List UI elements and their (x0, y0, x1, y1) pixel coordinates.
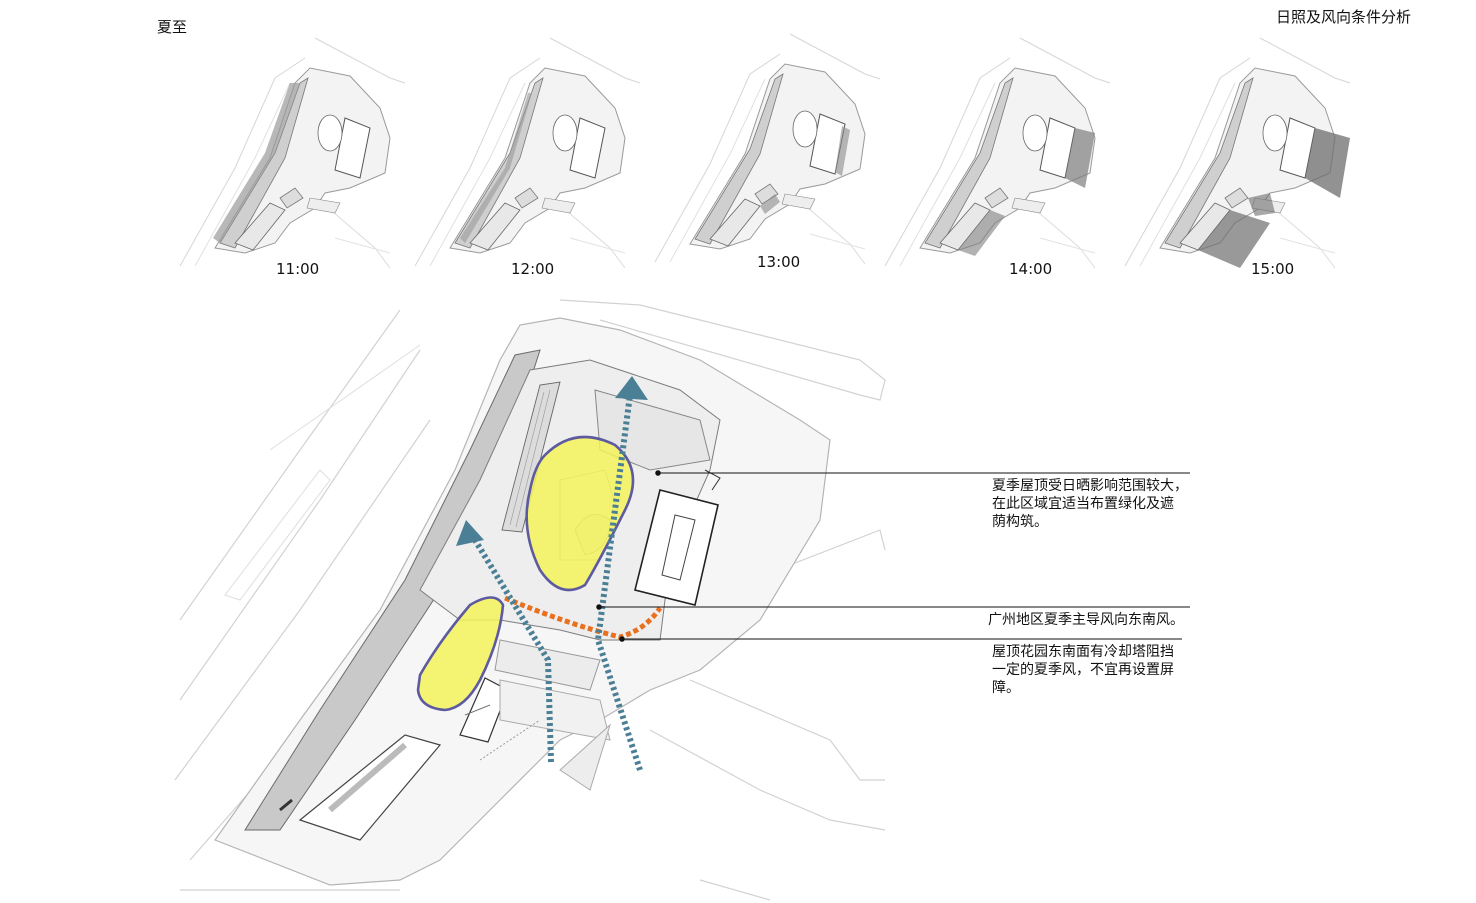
time-label-1200: 12:00 (511, 260, 555, 278)
season-label: 夏至 (157, 18, 188, 36)
time-label-1500: 15:00 (1251, 260, 1295, 278)
wind-arrow-west (456, 520, 554, 763)
annotation-roof-sun-line1: 夏季屋顶受日晒影响范围较大， (992, 478, 1188, 494)
time-label-1100: 11:00 (276, 260, 320, 278)
sun-exposed-zone-south (416, 596, 505, 712)
annotation-cooling-tower-line2: 一定的夏季风，不宜再设置屏 (992, 662, 1174, 678)
main-site-plan (174, 299, 1190, 901)
shadow-study-1100 (179, 37, 406, 269)
shadow-study-1200 (414, 37, 641, 269)
annotation-leaders (596, 470, 1190, 642)
annotation-roof-sun-line3: 荫构筑。 (992, 514, 1048, 530)
annotation-cooling-tower: 屋顶花园东南面有冷却塔阻挡 一定的夏季风，不宜再设置屏 障。 (992, 643, 1212, 697)
annotation-cooling-tower-line1: 屋顶花园东南面有冷却塔阻挡 (992, 644, 1174, 660)
sun-exposed-zone-north (525, 435, 635, 592)
shadow-study-1300 (654, 33, 881, 265)
wind-arrow-north (594, 376, 648, 771)
annotation-summer-wind: 广州地区夏季主导风向东南风。 (988, 611, 1208, 629)
panel-title: 日照及风向条件分析 (1276, 8, 1412, 26)
annotation-cooling-tower-line3: 障。 (992, 680, 1020, 696)
time-label-1400: 14:00 (1009, 260, 1053, 278)
annotation-summer-wind-line1: 广州地区夏季主导风向东南风。 (988, 612, 1184, 628)
shadow-study-1500 (1124, 37, 1351, 269)
time-label-1300: 13:00 (757, 253, 801, 271)
annotation-roof-sun-line2: 在此区域宜适当布置绿化及遮 (992, 496, 1174, 512)
cooling-tower-barrier (504, 595, 663, 640)
shadow-study-1400 (884, 37, 1111, 269)
annotation-roof-sun: 夏季屋顶受日晒影响范围较大， 在此区域宜适当布置绿化及遮 荫构筑。 (992, 477, 1212, 531)
